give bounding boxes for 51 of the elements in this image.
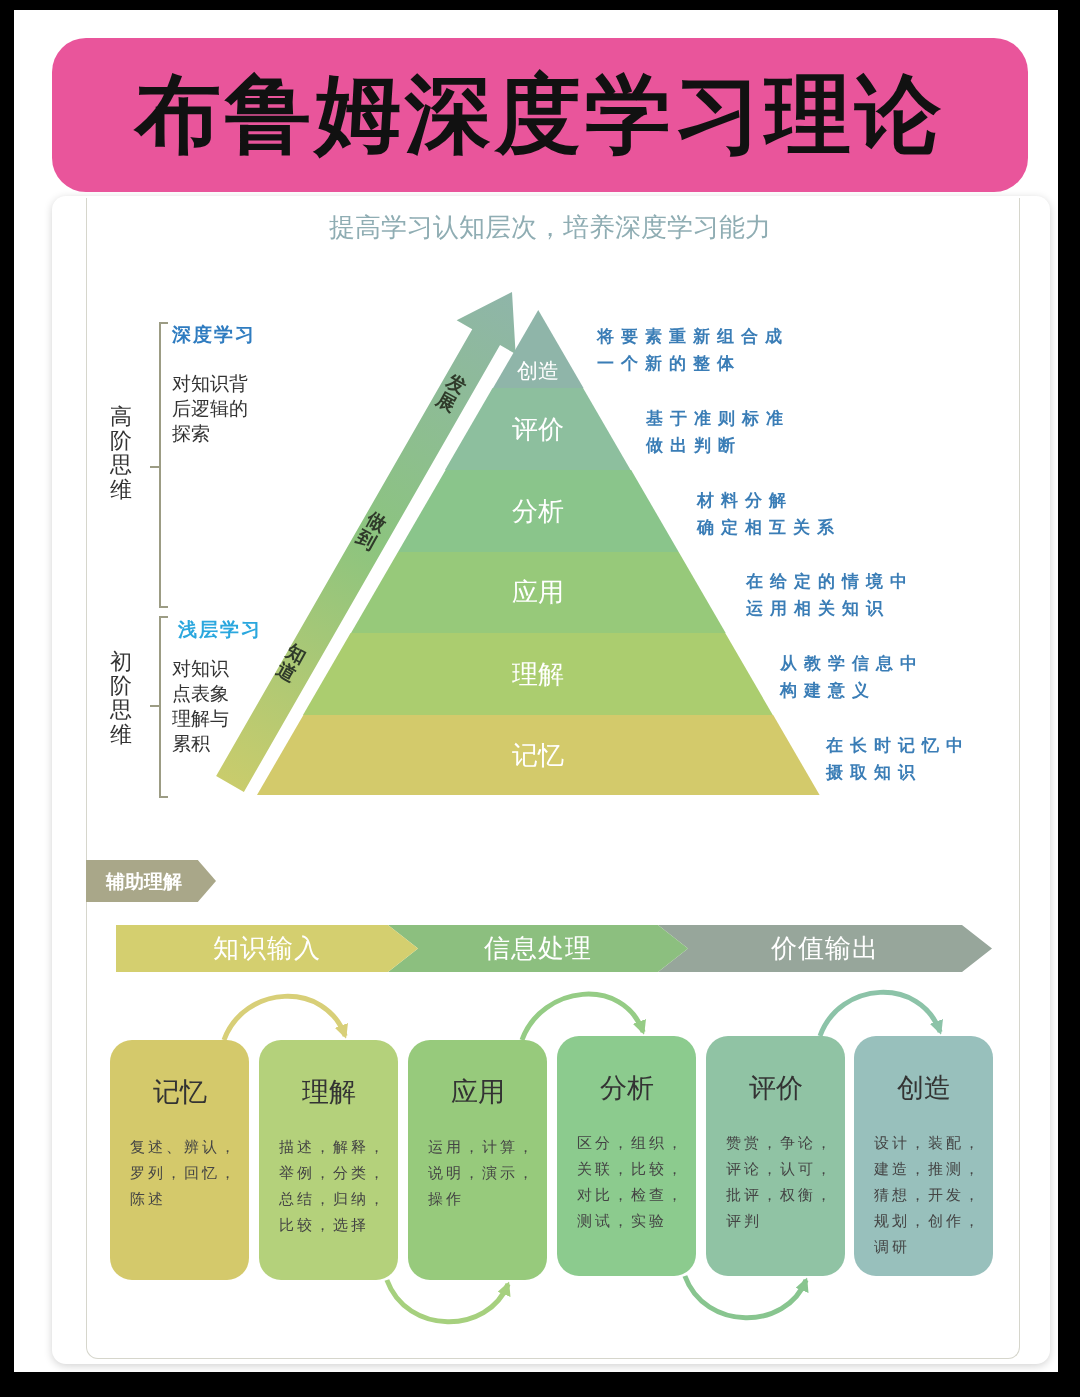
level-card (259, 1040, 398, 1280)
level-card (408, 1040, 547, 1280)
curved-arrow (221, 993, 348, 1042)
level-label: 创造 (516, 358, 560, 384)
card-text: 复述、辨认，罗列，回忆，陈述 (130, 1137, 239, 1210)
curved-arrow (384, 1278, 511, 1325)
level-name: 高阶思维 (110, 405, 132, 502)
stage-label: 知识输入 (213, 932, 321, 965)
level-description: 基于准则标准做出判断 (646, 407, 791, 457)
level-card (854, 1036, 993, 1276)
group-heading: 浅层学习 (178, 617, 262, 642)
level-card (706, 1036, 845, 1276)
card-text: 赞赏，争论，评论，认可，批评，权衡，评判 (726, 1133, 835, 1232)
level-name: 初阶思维 (110, 650, 132, 747)
arrow-label: 做到 (353, 508, 390, 554)
card-heading: 记忆 (151, 1075, 208, 1109)
group-description: 对知识点表象理解与累积 (172, 656, 230, 756)
arrow-label: 知道 (273, 640, 310, 686)
stage-label: 价值输出 (771, 932, 879, 965)
curved-arrow (682, 1274, 809, 1321)
group-heading: 深度学习 (172, 322, 256, 347)
level-card (557, 1036, 696, 1276)
subtitle: 提高学习认知层次，培养深度学习能力 (328, 211, 772, 244)
curved-arrow (519, 991, 646, 1042)
stage-label: 信息处理 (484, 932, 592, 965)
level-label: 记忆 (511, 739, 565, 771)
level-description: 在给定的情境中运用相关知识 (746, 570, 915, 620)
level-label: 评价 (511, 413, 565, 445)
card-text: 描述，解释，举例，分类，总结，归纳，比较，选择 (279, 1137, 388, 1236)
section-tag: 辅助理解 (86, 860, 216, 902)
card-heading: 创造 (895, 1071, 952, 1105)
level-description: 材料分解 (697, 489, 794, 512)
level-card (110, 1040, 249, 1280)
card-heading: 分析 (598, 1071, 655, 1105)
level-description: 从教学信息中构建意义 (780, 652, 925, 702)
card-text: 运用，计算，说明，演示，操作 (428, 1137, 537, 1210)
level-description: 确定相互关系 (697, 516, 842, 539)
arrow-label: 发展 (433, 370, 470, 416)
card-heading: 应用 (449, 1075, 506, 1109)
level-label: 分析 (511, 495, 565, 527)
level-description: 将要素重新组合成一个新的整体 (597, 325, 790, 375)
card-heading: 理解 (300, 1075, 357, 1109)
title-banner: 布鲁姆深度学习理论 (52, 38, 1028, 192)
card-heading: 评价 (747, 1071, 804, 1105)
card-text: 设计，装配，建造，推测，猜想，开发，规划，创作，调研 (874, 1133, 983, 1258)
card-text: 区分，组织，关联，比较，对比，检查，测试，实验 (577, 1133, 686, 1232)
group-description: 对知识背后逻辑的探索 (172, 371, 249, 446)
level-label: 应用 (511, 577, 565, 609)
curved-arrow (817, 989, 943, 1038)
level-description: 在长时记忆中摄取知识 (826, 734, 971, 784)
level-label: 理解 (511, 658, 565, 690)
